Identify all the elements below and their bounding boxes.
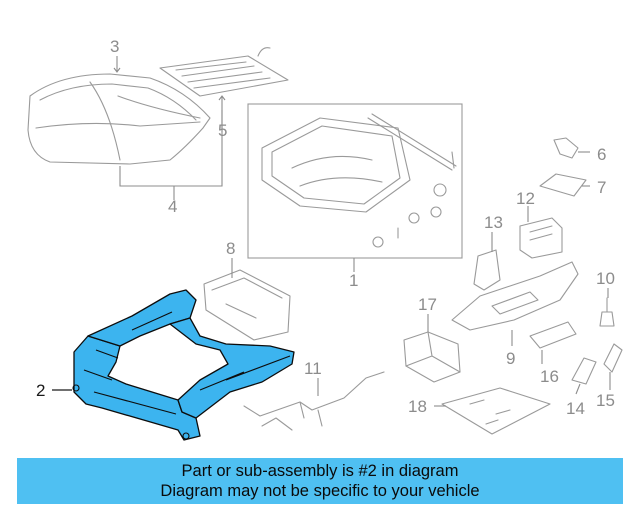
part-16-switch-cover xyxy=(529,321,577,349)
callout-9: 9 xyxy=(506,349,515,368)
part-1-seat-frame-box xyxy=(247,103,463,259)
part-11-wiring-harness xyxy=(243,371,385,431)
callout-18: 18 xyxy=(408,397,427,416)
callout-14: 14 xyxy=(566,399,585,418)
callout-17: 17 xyxy=(418,295,437,314)
callout-15: 15 xyxy=(596,391,615,410)
part-14-cap xyxy=(571,357,597,385)
part-7-trim xyxy=(539,173,587,197)
part-15-clip xyxy=(603,343,623,373)
part-18-plate xyxy=(441,387,551,435)
part-info-banner: Part or sub-assembly is #2 in diagram Di… xyxy=(17,458,623,504)
part-17-control-module xyxy=(403,331,461,383)
callout-1: 1 xyxy=(349,271,358,290)
callout-7: 7 xyxy=(597,178,606,197)
callout-12: 12 xyxy=(516,189,535,208)
callout-13: 13 xyxy=(484,213,503,232)
callout-labels: 3 5 4 1 8 2 11 6 7 12 13 9 10 16 15 14 1… xyxy=(36,37,615,418)
callout-2: 2 xyxy=(36,381,45,400)
banner-disclaimer-line: Diagram may not be specific to your vehi… xyxy=(160,482,480,500)
banner-part-line: Part or sub-assembly is #2 in diagram xyxy=(181,462,459,480)
callout-5: 5 xyxy=(218,121,227,140)
callout-10: 10 xyxy=(596,269,615,288)
callout-6: 6 xyxy=(597,145,606,164)
part-2-seat-frame-highlighted xyxy=(72,289,295,441)
part-5-heater-mat xyxy=(159,47,289,97)
callout-3: 3 xyxy=(110,37,119,56)
part-8-cover-panel xyxy=(203,269,291,341)
part-9-side-shield xyxy=(451,261,579,331)
part-13-knob xyxy=(473,249,501,291)
part-10-bolt xyxy=(599,297,615,327)
part-3-cushion-pad xyxy=(27,73,211,165)
part-6-clip xyxy=(553,137,579,159)
part-12-switch xyxy=(519,217,563,259)
callout-4: 4 xyxy=(168,197,177,216)
callout-16: 16 xyxy=(540,367,559,386)
leader-lines xyxy=(52,56,611,407)
callout-11: 11 xyxy=(304,359,322,378)
callout-8: 8 xyxy=(226,239,235,258)
